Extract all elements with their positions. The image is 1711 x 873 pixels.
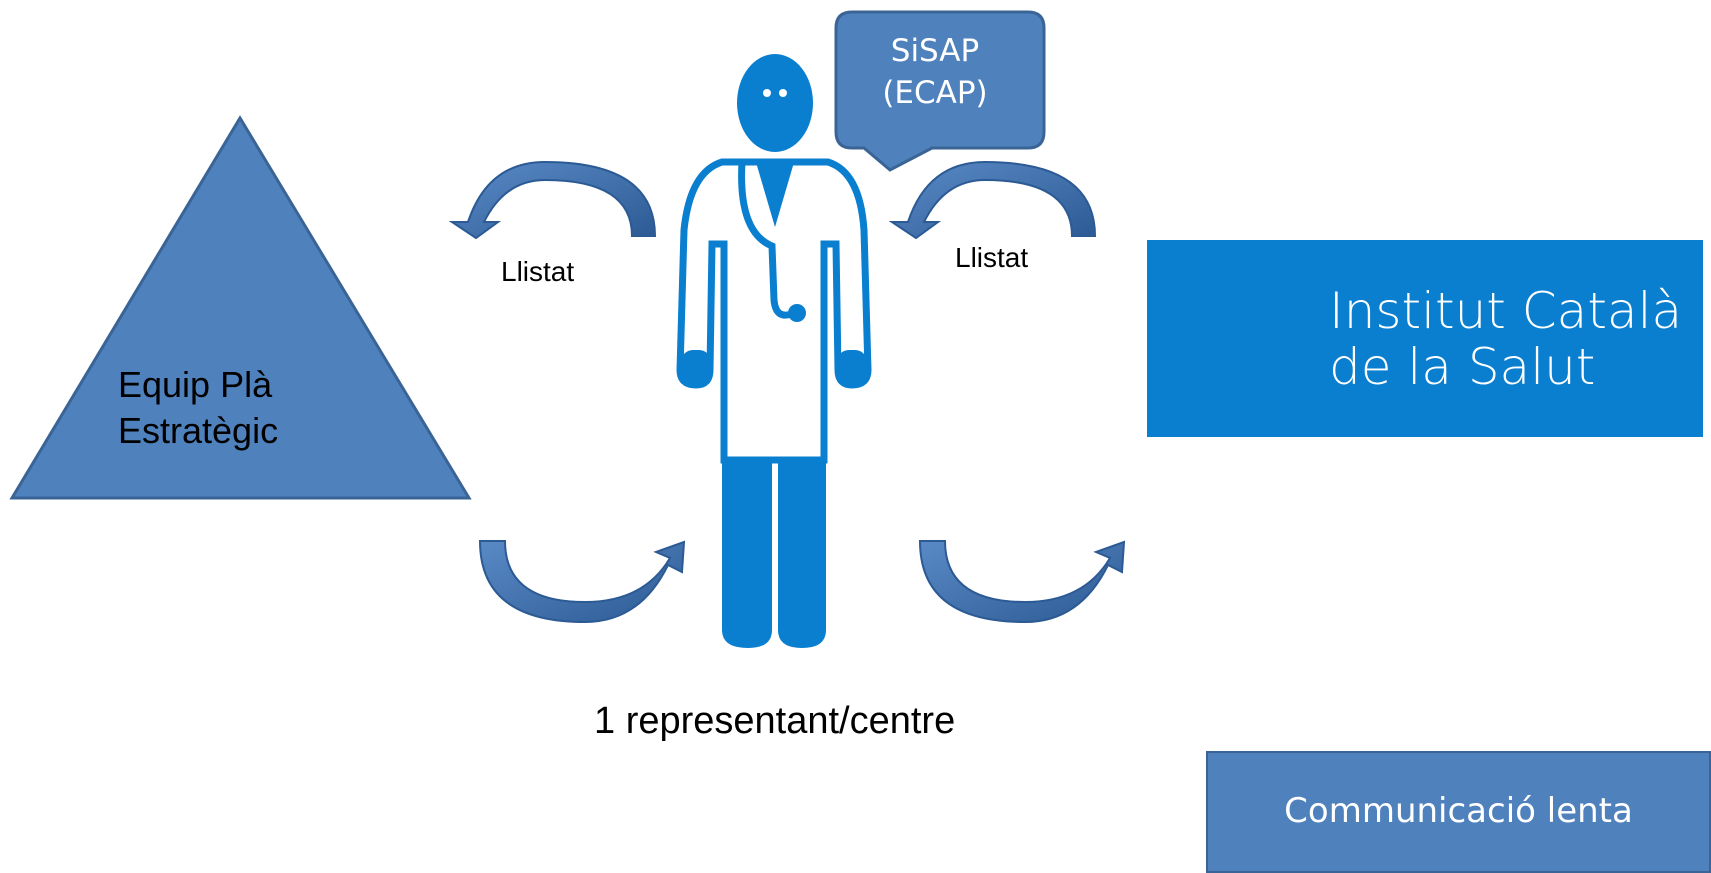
arrow-label-left: Llistat [501,256,575,287]
arrow-bottom-right [918,540,1126,624]
ics-logo-text: Institut Català de la Salut [1329,283,1682,395]
bubble-label: SiSAP (ECAP) [830,30,1040,114]
ics-logo-line2: de la Salut [1329,338,1596,396]
status-box [1206,751,1711,873]
ics-logo-box [1147,240,1703,437]
ics-logo-line1: Institut Català [1329,282,1683,340]
status-box-label: Communicació lenta [1284,791,1633,831]
diagram-caption: 1 representant/centre [594,700,956,742]
arrow-top-right [888,160,1097,240]
doctor-icon [676,54,872,648]
strategic-team-triangle [9,115,472,500]
triangle-label: Equip Plà Estratègic [118,362,278,454]
arrow-bottom-left [478,540,686,624]
triangle-label-line2: Estratègic [118,410,279,451]
arrow-top-left [448,160,657,240]
triangle-label-line1: Equip Plà [118,364,273,405]
arrow-label-right: Llistat [955,242,1029,273]
bubble-label-line2: (ECAP) [882,75,988,111]
bubble-label-line1: SiSAP [890,33,980,69]
sisap-speech-bubble [834,10,1046,172]
